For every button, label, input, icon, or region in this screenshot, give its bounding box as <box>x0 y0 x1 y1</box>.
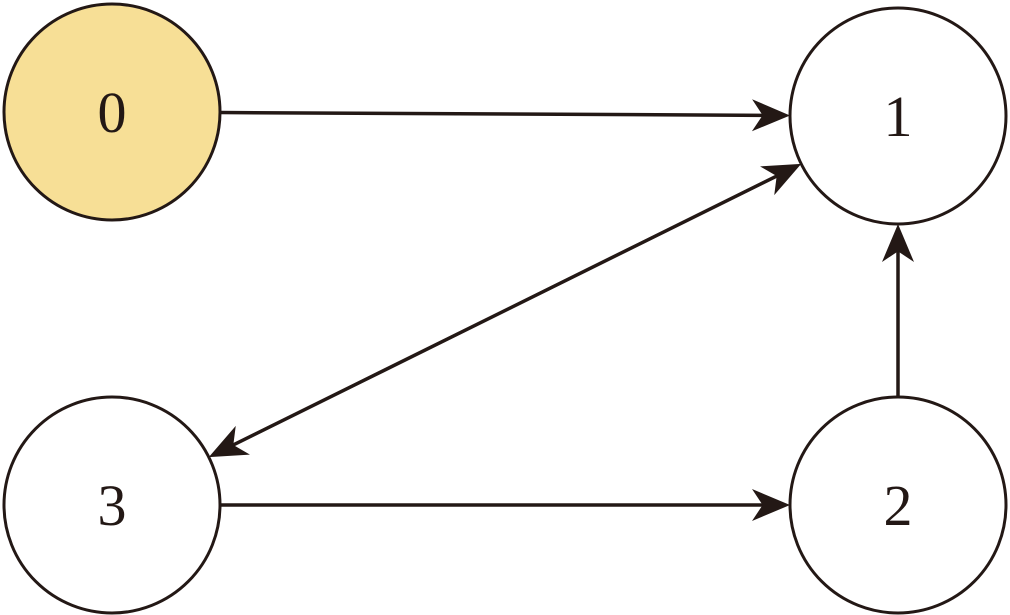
edge-0-to-1 <box>219 99 791 132</box>
node-label: 1 <box>884 84 913 149</box>
node-label: 0 <box>98 80 127 145</box>
edge-1-to-3 <box>208 163 802 458</box>
node-circle <box>2 2 222 222</box>
arrowhead-icon <box>751 99 791 132</box>
node-1: 1 <box>788 6 1008 226</box>
node-label: 2 <box>884 473 913 538</box>
edges-layer <box>208 99 914 521</box>
arrowhead-icon <box>760 163 802 196</box>
arrowhead-icon <box>882 224 914 262</box>
edge-line <box>219 110 768 118</box>
node-circle <box>2 395 222 615</box>
node-0: 0 <box>2 2 222 222</box>
node-3: 3 <box>2 395 222 615</box>
edge-2-to-1 <box>882 224 914 397</box>
node-2: 2 <box>788 395 1008 615</box>
arrowhead-icon <box>208 425 250 458</box>
node-label: 3 <box>98 473 127 538</box>
arrowhead-icon <box>752 489 790 521</box>
edge-3-to-2 <box>220 489 790 521</box>
node-circle <box>788 395 1008 615</box>
node-circle <box>788 6 1008 226</box>
edge-line <box>228 172 782 449</box>
